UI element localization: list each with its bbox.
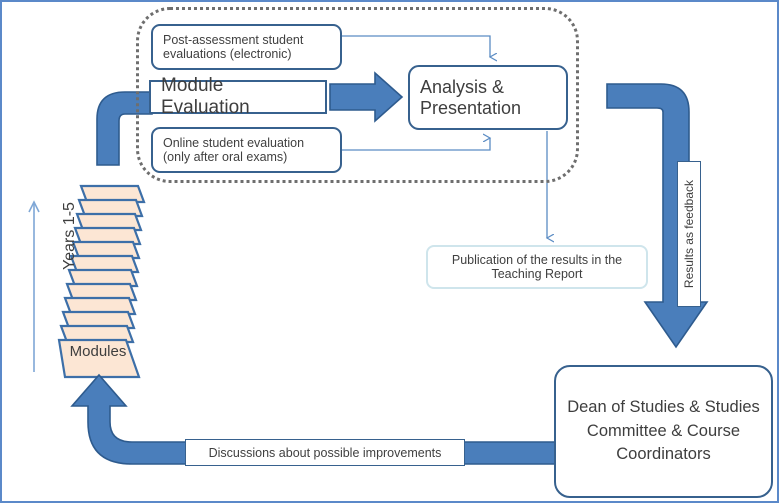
publication-label: Publication of the results in the Teachi…: [451, 253, 623, 281]
analysis-presentation-label: Analysis & Presentation: [420, 76, 522, 118]
results-as-feedback-box[interactable]: Results as feedback: [677, 161, 701, 307]
module-layer: [61, 310, 136, 330]
years-axis-label: Years 1-5: [61, 202, 78, 270]
arrow-evaluation-to-analysis: [329, 71, 404, 123]
dean-of-studies-box[interactable]: Dean of Studies & Studies Committee & Co…: [554, 365, 773, 498]
module-layer: [57, 338, 141, 379]
publication-box[interactable]: Publication of the results in the Teachi…: [426, 245, 648, 289]
analysis-presentation-box[interactable]: Analysis & Presentation: [408, 65, 568, 130]
module-evaluation-group-region: [136, 7, 579, 183]
module-evaluation-box[interactable]: Module Evaluation: [149, 75, 327, 118]
module-layer: [67, 268, 139, 288]
post-assessment-box[interactable]: Post-assessment student evaluations (ele…: [151, 24, 342, 70]
module-layer: [79, 184, 146, 204]
dean-of-studies-label: Dean of Studies & Studies Committee & Co…: [567, 397, 760, 464]
discussions-box[interactable]: Discussions about possible improvements: [185, 439, 465, 466]
module-layer: [59, 324, 135, 344]
modules-stack-label: Modules: [69, 343, 127, 360]
post-assessment-label: Post-assessment student evaluations (ele…: [163, 33, 304, 61]
connector-postassessment-to-analysis: [342, 35, 490, 57]
connector-online-to-analysis: [342, 138, 490, 151]
module-evaluation-label: Module Evaluation: [161, 75, 250, 118]
modules-stack: [57, 184, 146, 379]
online-evaluation-label: Online student evaluation (only after or…: [163, 136, 305, 164]
results-as-feedback-label: Results as feedback: [682, 179, 696, 289]
module-layer: [63, 296, 137, 316]
module-layer: [69, 254, 140, 274]
module-layer: [77, 198, 144, 218]
module-layer: [73, 226, 142, 246]
module-layer: [71, 240, 141, 260]
module-layer: [65, 282, 138, 302]
years-axis-arrow: [28, 200, 40, 372]
module-layer: [75, 212, 143, 232]
online-evaluation-box[interactable]: Online student evaluation (only after or…: [151, 127, 342, 173]
discussions-label: Discussions about possible improvements: [208, 445, 442, 460]
